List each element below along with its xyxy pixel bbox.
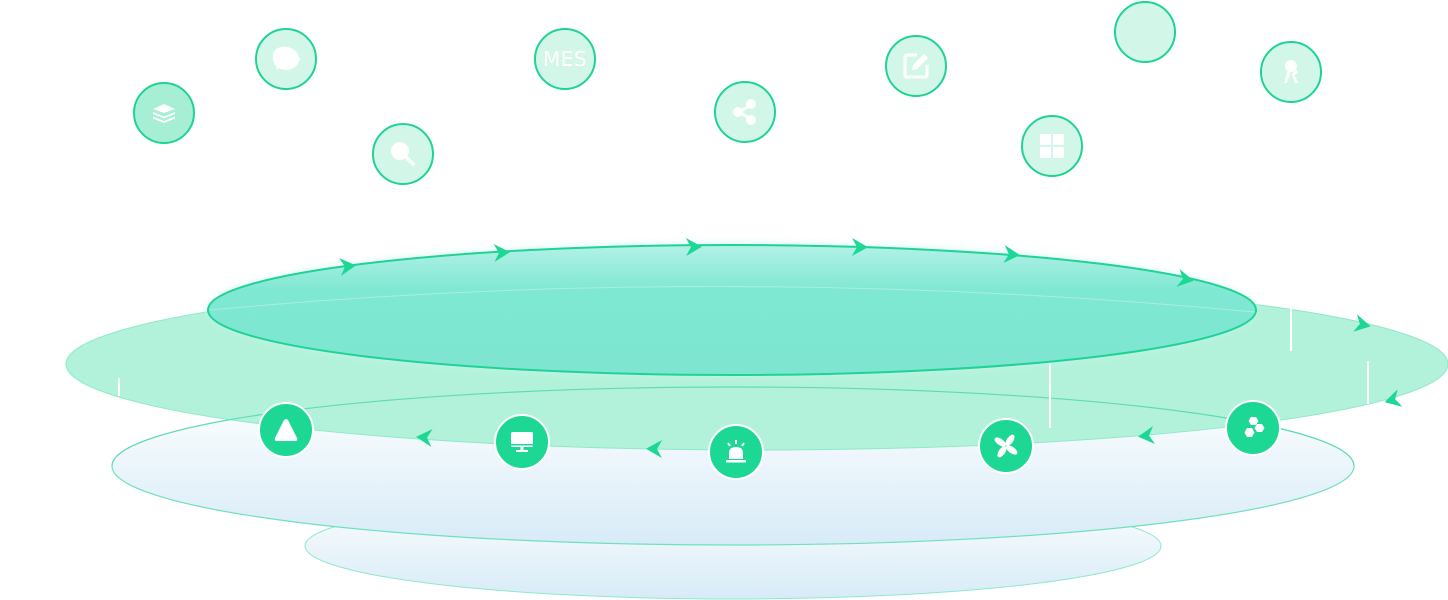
node-alarm[interactable] [708, 424, 764, 480]
arrow-right-icon [851, 238, 868, 256]
arrow-left-icon [646, 440, 663, 458]
share-icon [733, 99, 756, 125]
arrow-left-icon [1384, 389, 1403, 407]
fan-icon [994, 434, 1018, 458]
arrow-right-icon [493, 244, 510, 262]
molecule-icon [1244, 417, 1265, 437]
bubble-edit[interactable] [885, 35, 947, 97]
alarm-light-icon [726, 440, 746, 463]
monitor-icon [511, 432, 533, 452]
arrow-right-icon [1003, 245, 1020, 263]
node-fan[interactable] [978, 418, 1034, 474]
mes-label: MES [542, 47, 588, 71]
search-icon [391, 142, 415, 166]
bubble-grid[interactable] [1021, 115, 1083, 177]
compass-icon [1284, 60, 1298, 83]
bubble-share[interactable] [714, 81, 776, 143]
bubble-search[interactable] [372, 123, 434, 185]
bubble-chat[interactable] [255, 28, 317, 90]
bubble-blank[interactable] [1114, 1, 1176, 63]
arrow-right-icon [1176, 269, 1194, 287]
arrow-right-icon [1353, 314, 1371, 332]
arrow-right-icon [685, 238, 702, 256]
bubble-layers[interactable] [133, 82, 195, 144]
bubble-mes[interactable]: MES [534, 28, 596, 90]
node-monitor[interactable] [494, 414, 550, 470]
bubble-compass[interactable] [1260, 41, 1322, 103]
chat-bubble-icon [272, 46, 301, 70]
inner-plate [207, 244, 1257, 376]
flow-arrows-top [339, 238, 1371, 332]
grid-icon [1040, 134, 1064, 158]
node-molecule[interactable] [1225, 400, 1281, 456]
layers-icon [153, 104, 175, 123]
arrow-left-icon [416, 429, 433, 447]
flow-arrows-bottom [416, 389, 1403, 458]
triangle-icon [274, 419, 298, 441]
arrow-right-icon [339, 258, 356, 276]
arrow-left-icon [1138, 426, 1155, 444]
edit-icon [903, 53, 929, 79]
inner-plate-horizon [209, 285, 1256, 313]
node-triangle[interactable] [258, 402, 314, 458]
